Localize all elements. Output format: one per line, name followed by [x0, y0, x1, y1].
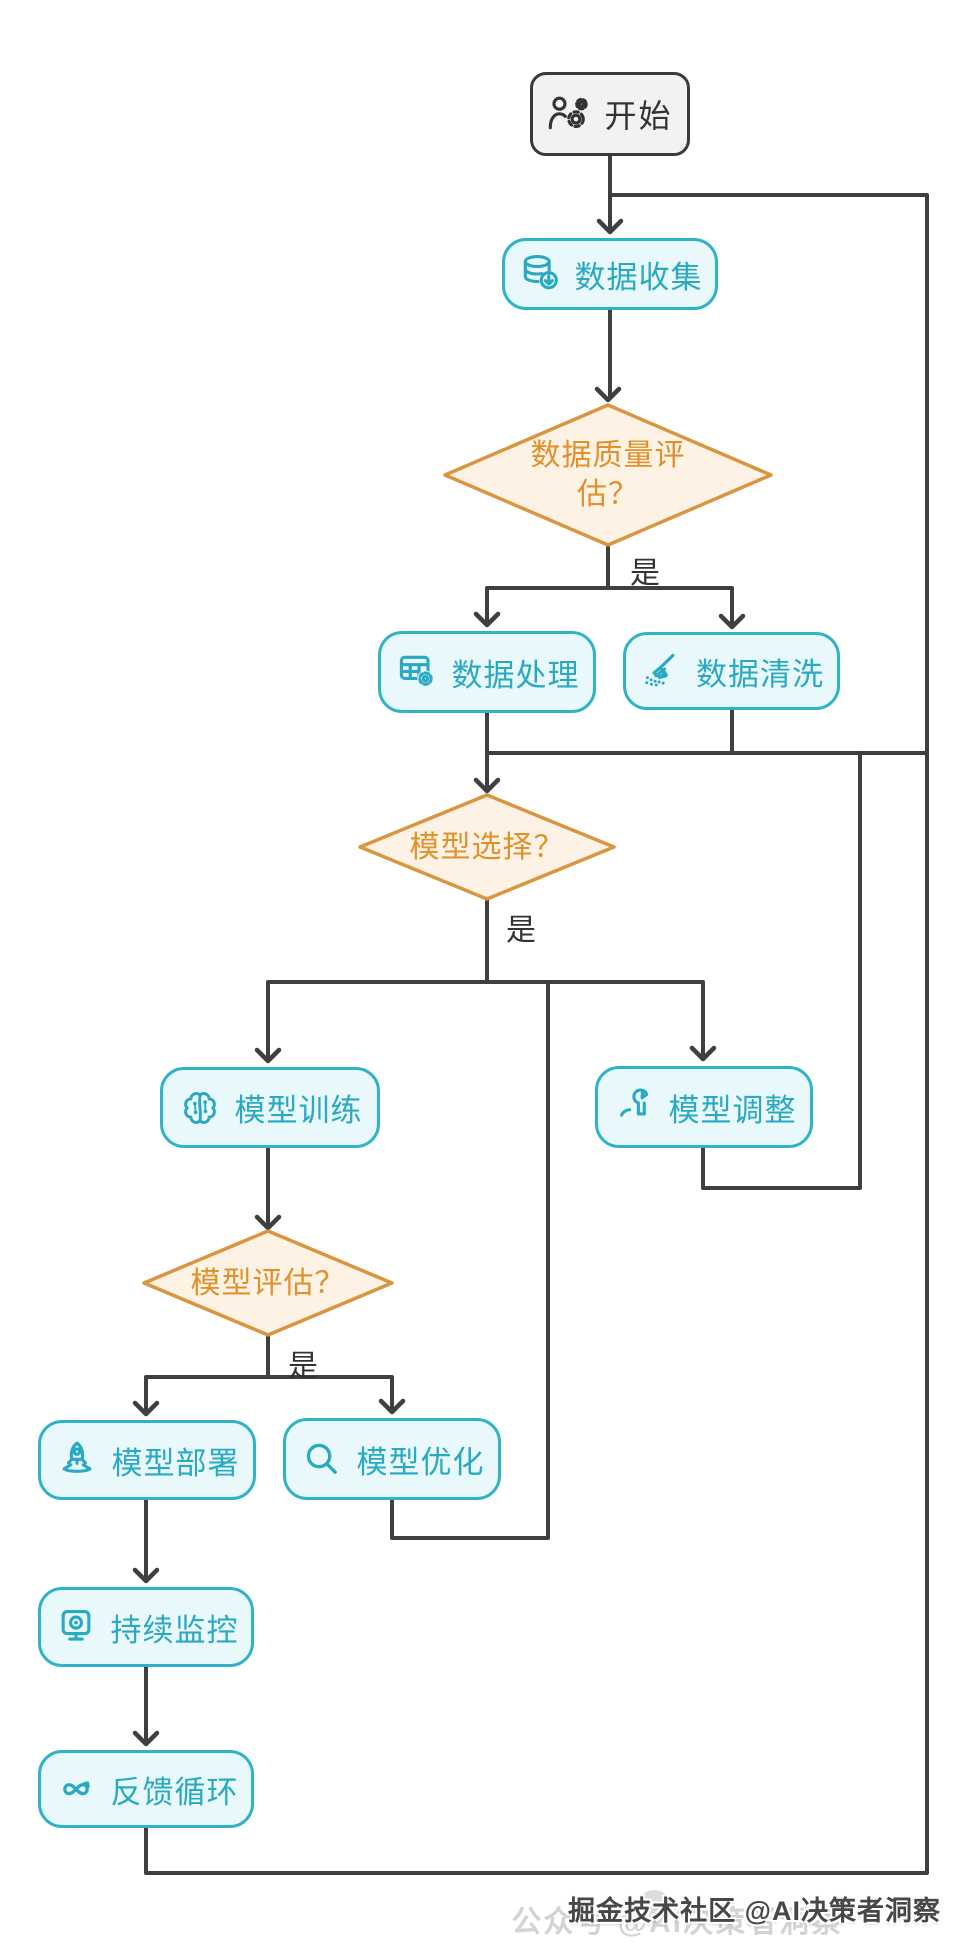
arrowheads: [132, 218, 746, 1747]
wrench-icon: [612, 1085, 656, 1129]
edge-label-yes-model-selection: 是: [506, 914, 536, 947]
database-download-icon: [518, 252, 562, 296]
node-model-training: 模型训练: [160, 1067, 380, 1148]
node-label: 模型优化: [356, 1444, 485, 1480]
decision-model-evaluation-diamond: [142, 1229, 394, 1337]
node-model-optimization: 模型优化: [283, 1418, 501, 1500]
decision-data-quality-label: 数据质量评估？: [530, 439, 686, 511]
node-data-cleaning: 数据清洗: [623, 632, 840, 710]
watermark-ghost: 公众号 @AI决策者洞察: [511, 1906, 843, 1939]
decision-model-selection-label: 模型选择？: [409, 830, 565, 864]
node-data-processing: 数据处理: [378, 631, 596, 713]
broom-icon: [639, 649, 683, 693]
node-label: 模型部署: [111, 1445, 240, 1481]
watermark-text: 掘金技术社区 @AI决策者洞察: [568, 1896, 941, 1926]
person-gears-icon: [547, 92, 591, 136]
table-gear-icon: [395, 650, 439, 694]
monitor-icon: [54, 1605, 98, 1649]
decision-model-selection-diamond: [358, 793, 616, 901]
node-label: 数据收集: [574, 259, 703, 295]
edge-label-yes-model-evaluation: 是: [288, 1350, 318, 1383]
edge-feedback-loop-to-data-collection: [144, 193, 929, 1875]
node-label: 数据处理: [451, 657, 580, 693]
edge-label-yes-data-quality: 是: [630, 557, 660, 590]
rocket-icon: [55, 1438, 99, 1482]
decision-data-quality-diamond: [443, 403, 773, 547]
node-data-collection: 数据收集: [502, 238, 718, 310]
node-model-adjustment: 模型调整: [595, 1066, 813, 1148]
decision-model-evaluation-label: 模型评估？: [190, 1266, 346, 1300]
edge-processing-cleaning-rail: [485, 708, 927, 755]
node-label: 模型调整: [668, 1092, 797, 1128]
node-model-deployment: 模型部署: [38, 1420, 256, 1500]
node-feedback-loop: 反馈循环: [38, 1750, 254, 1828]
edge-quality-check-to-processing-and-cleaning: [485, 543, 734, 625]
node-label: 持续监控: [110, 1612, 239, 1648]
node-label: 开始: [604, 98, 673, 134]
edge-model-adjustment-loop: [701, 751, 862, 1190]
edge-model-optimization-loop: [390, 980, 550, 1540]
watermark-logo-ghost: [637, 1890, 671, 1924]
node-continuous-monitoring: 持续监控: [38, 1587, 254, 1667]
node-label: 反馈循环: [110, 1774, 239, 1810]
brain-icon: [178, 1086, 222, 1130]
magnifier-icon: [300, 1437, 344, 1481]
node-label: 数据清洗: [696, 656, 824, 692]
edge-model-selection-to-training-and-adjustment: [266, 897, 705, 1060]
edge-evaluation-to-deployment-and-optimization: [144, 1333, 394, 1413]
node-start: 开始: [530, 72, 690, 156]
infinity-icon: [54, 1767, 98, 1811]
node-label: 模型训练: [234, 1093, 363, 1128]
